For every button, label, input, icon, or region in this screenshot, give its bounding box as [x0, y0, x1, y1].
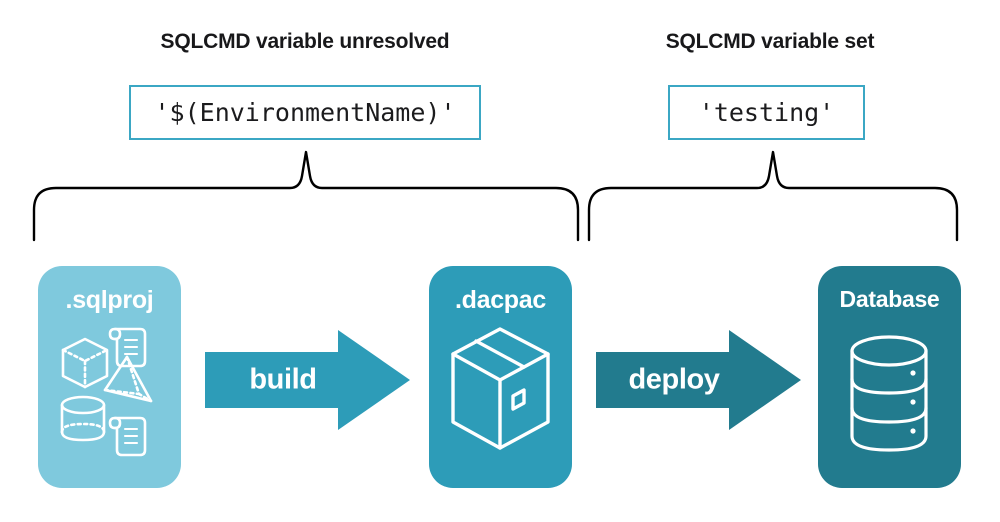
stage-box-sqlproj: .sqlproj — [38, 266, 181, 488]
cylinder-icon — [60, 395, 106, 442]
scroll-icon — [108, 416, 147, 457]
arrow-build: build — [205, 330, 410, 430]
stage-label-dacpac: .dacpac — [454, 286, 546, 314]
value-box-environment-name: '$(EnvironmentName)' — [129, 85, 481, 140]
arrow-build-shape — [205, 330, 410, 430]
scroll-icon — [108, 327, 147, 368]
pyramid-icon — [103, 355, 153, 403]
stage-label-sqlproj: .sqlproj — [65, 286, 154, 314]
value-box-testing: 'testing' — [668, 85, 865, 140]
brace-right — [587, 150, 959, 242]
arrow-deploy-shape — [596, 330, 801, 430]
arrow-deploy: deploy — [596, 330, 801, 430]
stage-box-database: Database — [818, 266, 961, 488]
stage-label-database: Database — [839, 286, 940, 312]
heading-sqlcmd-variable-unresolved: SQLCMD variable unresolved — [160, 30, 450, 53]
stage-box-dacpac: .dacpac — [429, 266, 572, 488]
brace-left — [32, 150, 580, 242]
cube-icon — [61, 337, 109, 389]
heading-sqlcmd-variable-set: SQLCMD variable set — [665, 30, 875, 53]
